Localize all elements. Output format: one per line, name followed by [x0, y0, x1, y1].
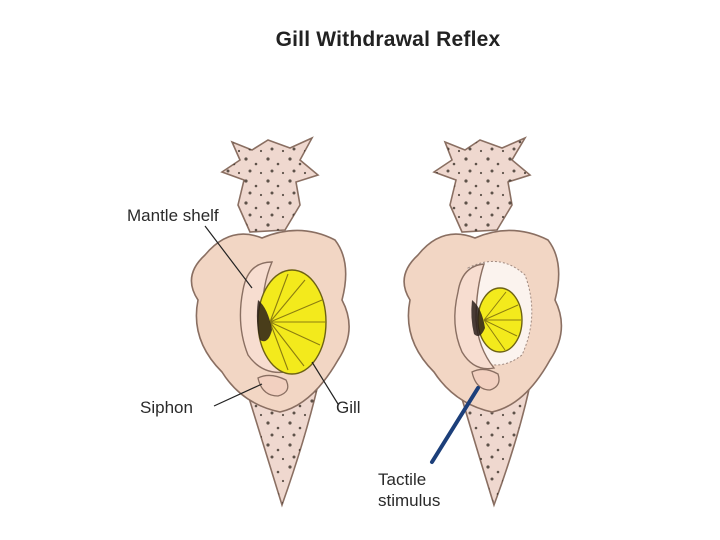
label-mantle-shelf: Mantle shelf — [127, 206, 219, 225]
diagram-title: Gill Withdrawal Reflex — [275, 28, 501, 51]
label-tactile: Tactile — [378, 470, 427, 489]
label-siphon: Siphon — [140, 398, 193, 417]
tactile-probe — [430, 386, 480, 464]
label-leaders — [204, 225, 339, 407]
gill-withdrawn — [477, 287, 523, 353]
aplysia-withdrawn — [403, 136, 563, 508]
siphon-relaxed — [257, 374, 289, 397]
label-gill: Gill — [336, 398, 361, 417]
siphon-withdrawn — [471, 368, 500, 391]
label-stimulus: stimulus — [378, 491, 441, 510]
aplysia-relaxed — [190, 136, 350, 508]
